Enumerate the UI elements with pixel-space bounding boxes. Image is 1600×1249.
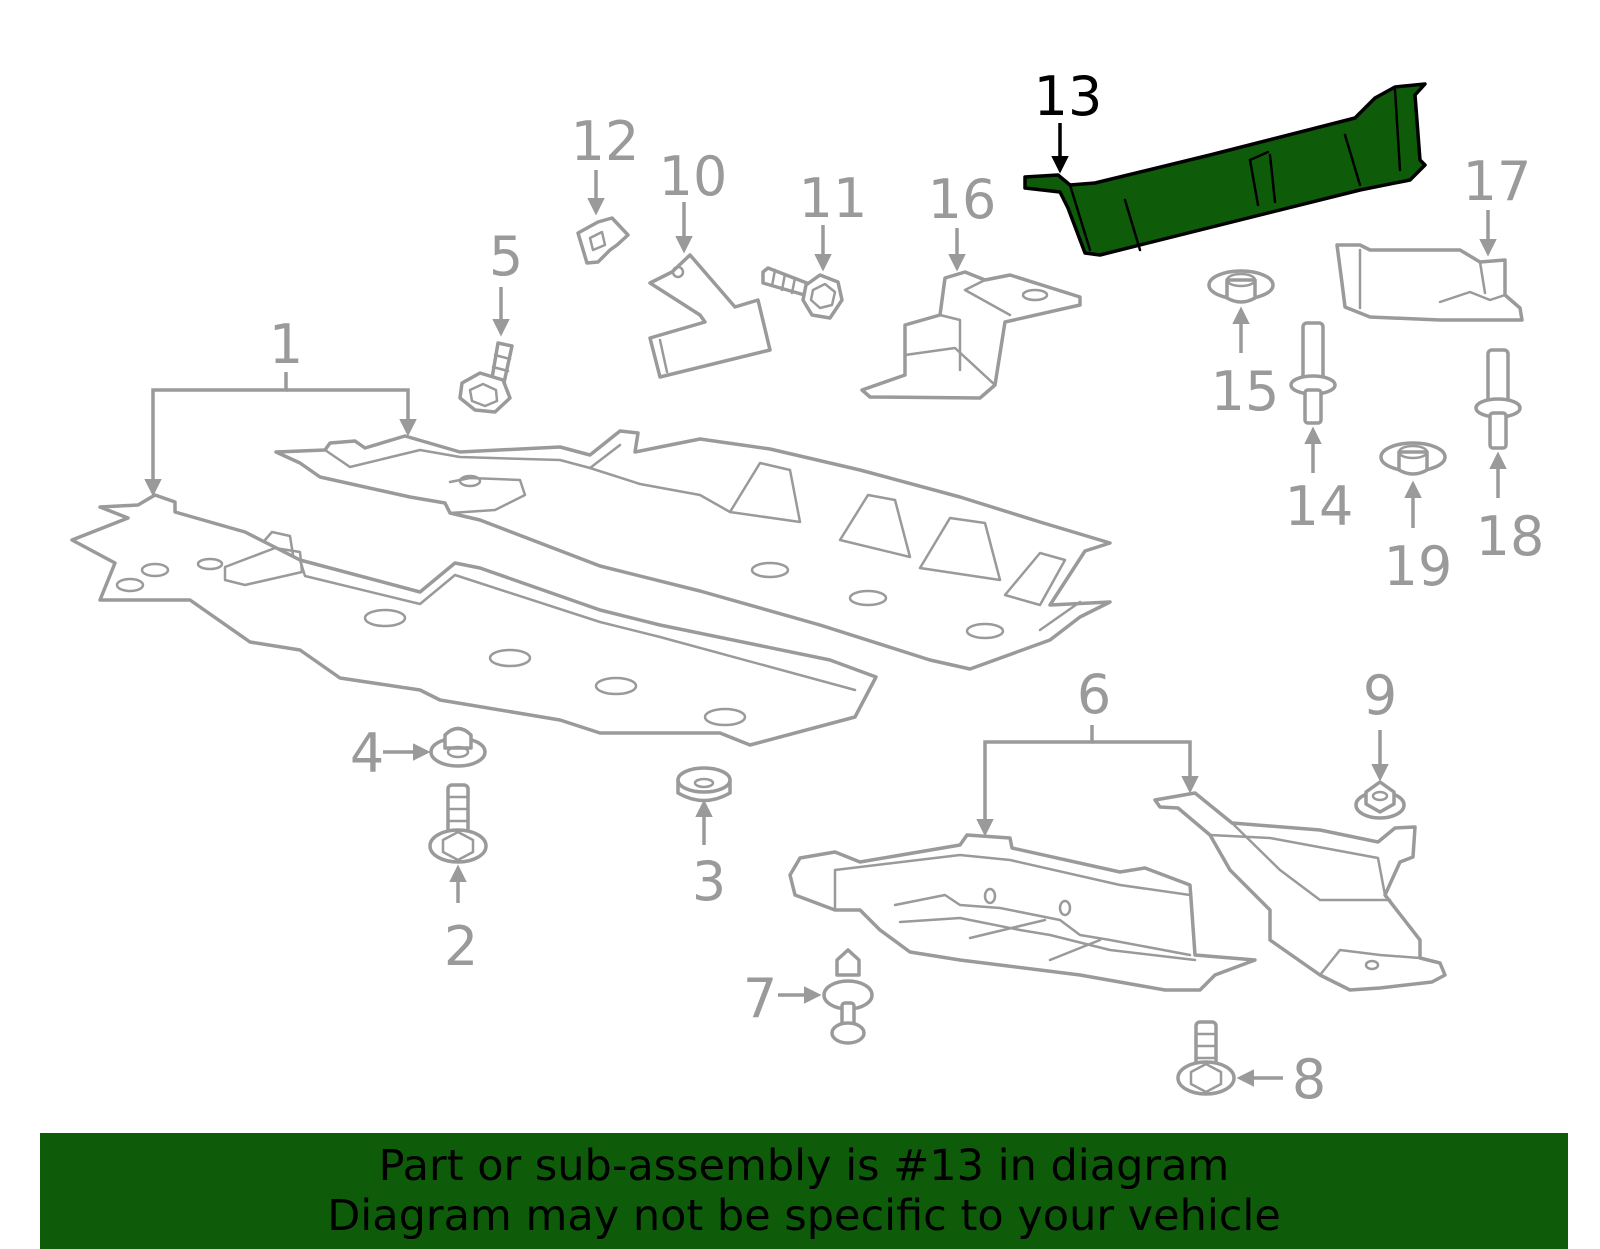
callout-14: 14 — [1285, 475, 1354, 538]
banner-line-disclaimer: Diagram may not be specific to your vehi… — [327, 1191, 1281, 1241]
part-3-grommet — [676, 766, 732, 803]
part-11-bolt — [761, 266, 844, 320]
part-6-left-shield — [788, 833, 1257, 992]
callout-7: 7 — [743, 967, 777, 1030]
part-2-bolt — [428, 783, 488, 864]
callout-5: 5 — [489, 225, 523, 288]
callout-19: 19 — [1384, 535, 1453, 598]
callout-9: 9 — [1363, 664, 1397, 727]
callout-8: 8 — [1292, 1048, 1326, 1111]
part-12-clip — [576, 216, 630, 265]
callout-12: 12 — [571, 110, 640, 173]
callout-3: 3 — [692, 850, 726, 913]
callout-18: 18 — [1476, 505, 1545, 568]
callout-6: 6 — [1077, 663, 1111, 726]
part-1-lower-shield-panel — [70, 493, 878, 747]
part-8-bolt — [1176, 1020, 1236, 1096]
callout-16: 16 — [928, 168, 997, 231]
part-14-push-pin — [1289, 321, 1337, 425]
callout-11: 11 — [799, 167, 868, 230]
part-info-banner: Part or sub-assembly is #13 in diagram D… — [40, 1133, 1568, 1249]
part-15-grommet — [1207, 269, 1275, 304]
callout-15: 15 — [1211, 360, 1280, 423]
callout-1: 1 — [269, 313, 303, 376]
part-10-bracket — [648, 253, 772, 379]
callout-labels: 1 2 3 4 5 6 7 8 9 10 11 12 13 14 15 16 1… — [269, 65, 1545, 1111]
part-17-bracket — [1335, 243, 1524, 322]
part-19-grommet — [1379, 441, 1447, 476]
part-18-push-pin — [1474, 348, 1522, 450]
part-9-nut — [1354, 780, 1406, 820]
part-6-right-shield — [1153, 791, 1447, 992]
leader-lines — [144, 123, 1507, 1087]
callout-17: 17 — [1463, 150, 1532, 213]
callout-13: 13 — [1034, 65, 1103, 128]
part-7-push-rivet — [822, 948, 874, 1045]
callout-4: 4 — [350, 722, 384, 785]
part-16-bracket — [860, 270, 1082, 400]
part-5-bolt — [458, 341, 514, 414]
part-13-highlighted-shield — [1023, 82, 1427, 257]
callout-10: 10 — [659, 145, 728, 208]
banner-line-part-number: Part or sub-assembly is #13 in diagram — [378, 1141, 1230, 1191]
part-4-grommet — [429, 726, 487, 768]
part-1-upper-shield-panel — [274, 429, 1112, 671]
callout-2: 2 — [444, 915, 478, 978]
